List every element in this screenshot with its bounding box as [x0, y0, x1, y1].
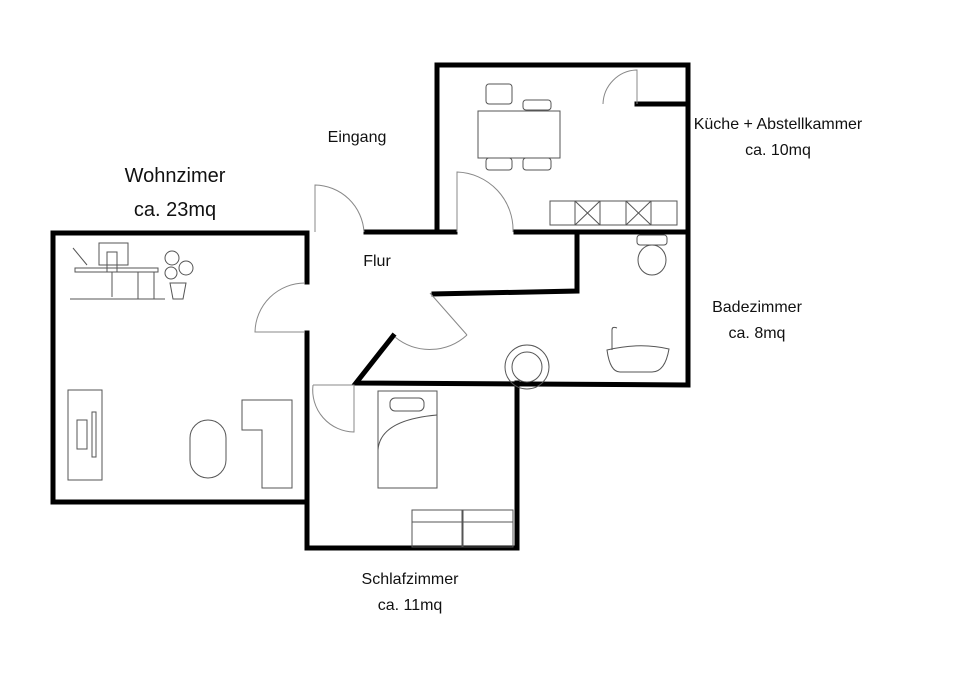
wohnzimmer-label: Wohnzimer [125, 165, 226, 187]
schlafzimmer-size: ca. 11mq [378, 597, 443, 614]
walls [50, 62, 691, 551]
coffee-table-icon [189, 419, 227, 479]
bath-wall [431, 229, 580, 297]
dining-table-icon [477, 83, 561, 171]
flur-label: Flur [363, 253, 391, 270]
wohnzimmer-size: ca. 23mq [134, 199, 216, 221]
bad-size: ca. 8mq [729, 325, 786, 342]
bad-label: Badezimmer [712, 299, 802, 316]
kueche-label: Küche + Abstellkammer [694, 116, 863, 133]
bath-door [394, 292, 468, 350]
schlafzimmer-label: Schlafzimmer [362, 571, 460, 588]
sofa-icon [241, 399, 293, 489]
wohnzimmer-wall [50, 230, 310, 505]
kitchen-counter-icon [549, 200, 678, 226]
washing-machine-icon [411, 509, 514, 548]
bed-icon [377, 390, 438, 489]
bathtub-icon [606, 326, 670, 373]
living-door [254, 282, 306, 333]
storage-door [602, 69, 638, 105]
tv-console-icon [67, 389, 103, 481]
doors [254, 69, 638, 433]
kitchen-wall [350, 62, 691, 388]
furniture [67, 83, 678, 548]
bedroom-door [312, 384, 355, 433]
entrance-door [314, 184, 365, 233]
plant-icon [164, 250, 194, 300]
sink-icon [504, 344, 550, 390]
kueche-size: ca. 10mq [745, 142, 811, 159]
toilet-icon [636, 234, 668, 276]
eingang-label: Eingang [328, 129, 387, 146]
kitchen-door [456, 171, 514, 233]
flur-west-wall [304, 330, 520, 551]
desk-icon [70, 242, 165, 300]
